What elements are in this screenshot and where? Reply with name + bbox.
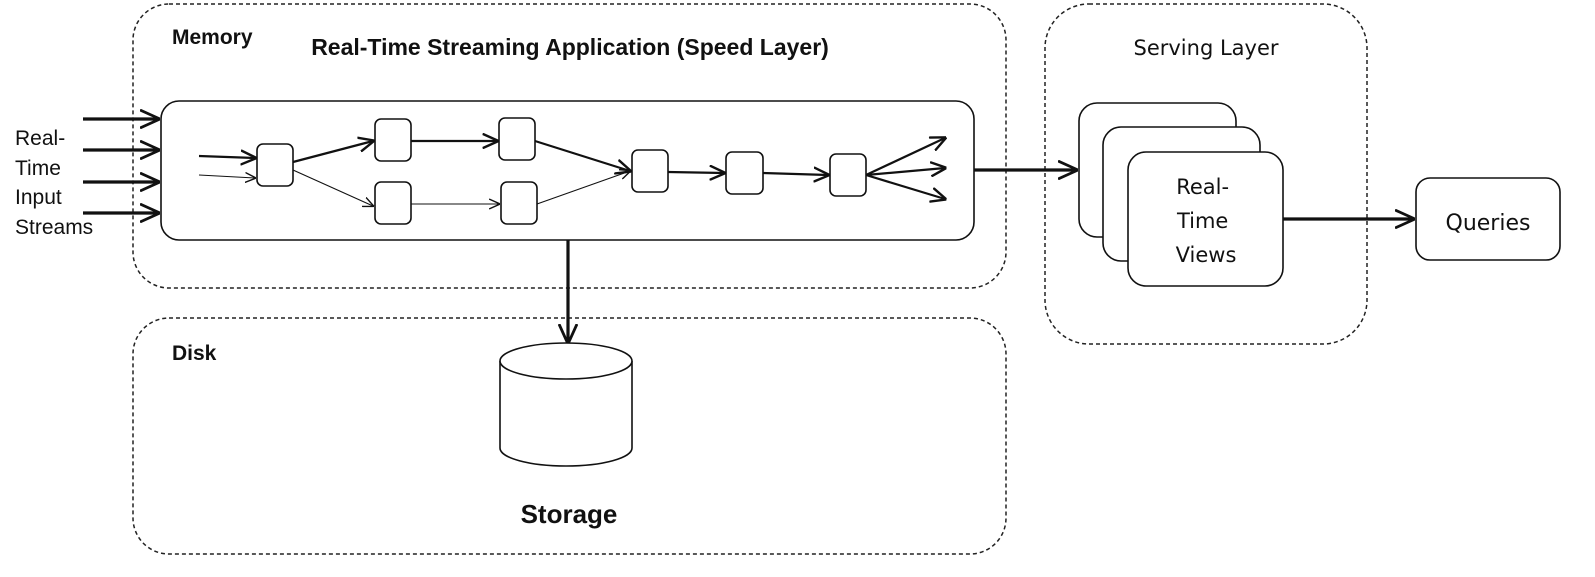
app-title: Real-Time Streaming Application (Speed L… <box>311 34 829 60</box>
input-stream-arrows <box>83 119 158 213</box>
processing-graph-edges <box>198 138 945 206</box>
serving-layer-label: Serving Layer <box>1133 36 1278 60</box>
real-time-views-label: Real- Time Views <box>1176 175 1237 267</box>
input-streams-label: Real- Time Input Streams <box>15 127 93 239</box>
processing-graph-nodes <box>256 117 867 225</box>
processing-node <box>829 153 867 197</box>
processing-node <box>631 149 669 193</box>
processing-node <box>500 181 538 225</box>
storage-label: Storage <box>521 499 618 529</box>
queries-box <box>1415 177 1561 261</box>
processing-node <box>374 118 412 162</box>
queries-label: Queries <box>1446 211 1531 236</box>
processing-node <box>374 181 412 225</box>
disk-label: Disk <box>172 342 217 365</box>
memory-label: Memory <box>172 26 253 49</box>
storage-cylinder-icon <box>499 342 633 467</box>
processing-node <box>725 151 764 195</box>
processing-node <box>498 117 536 161</box>
processing-node <box>256 143 294 187</box>
